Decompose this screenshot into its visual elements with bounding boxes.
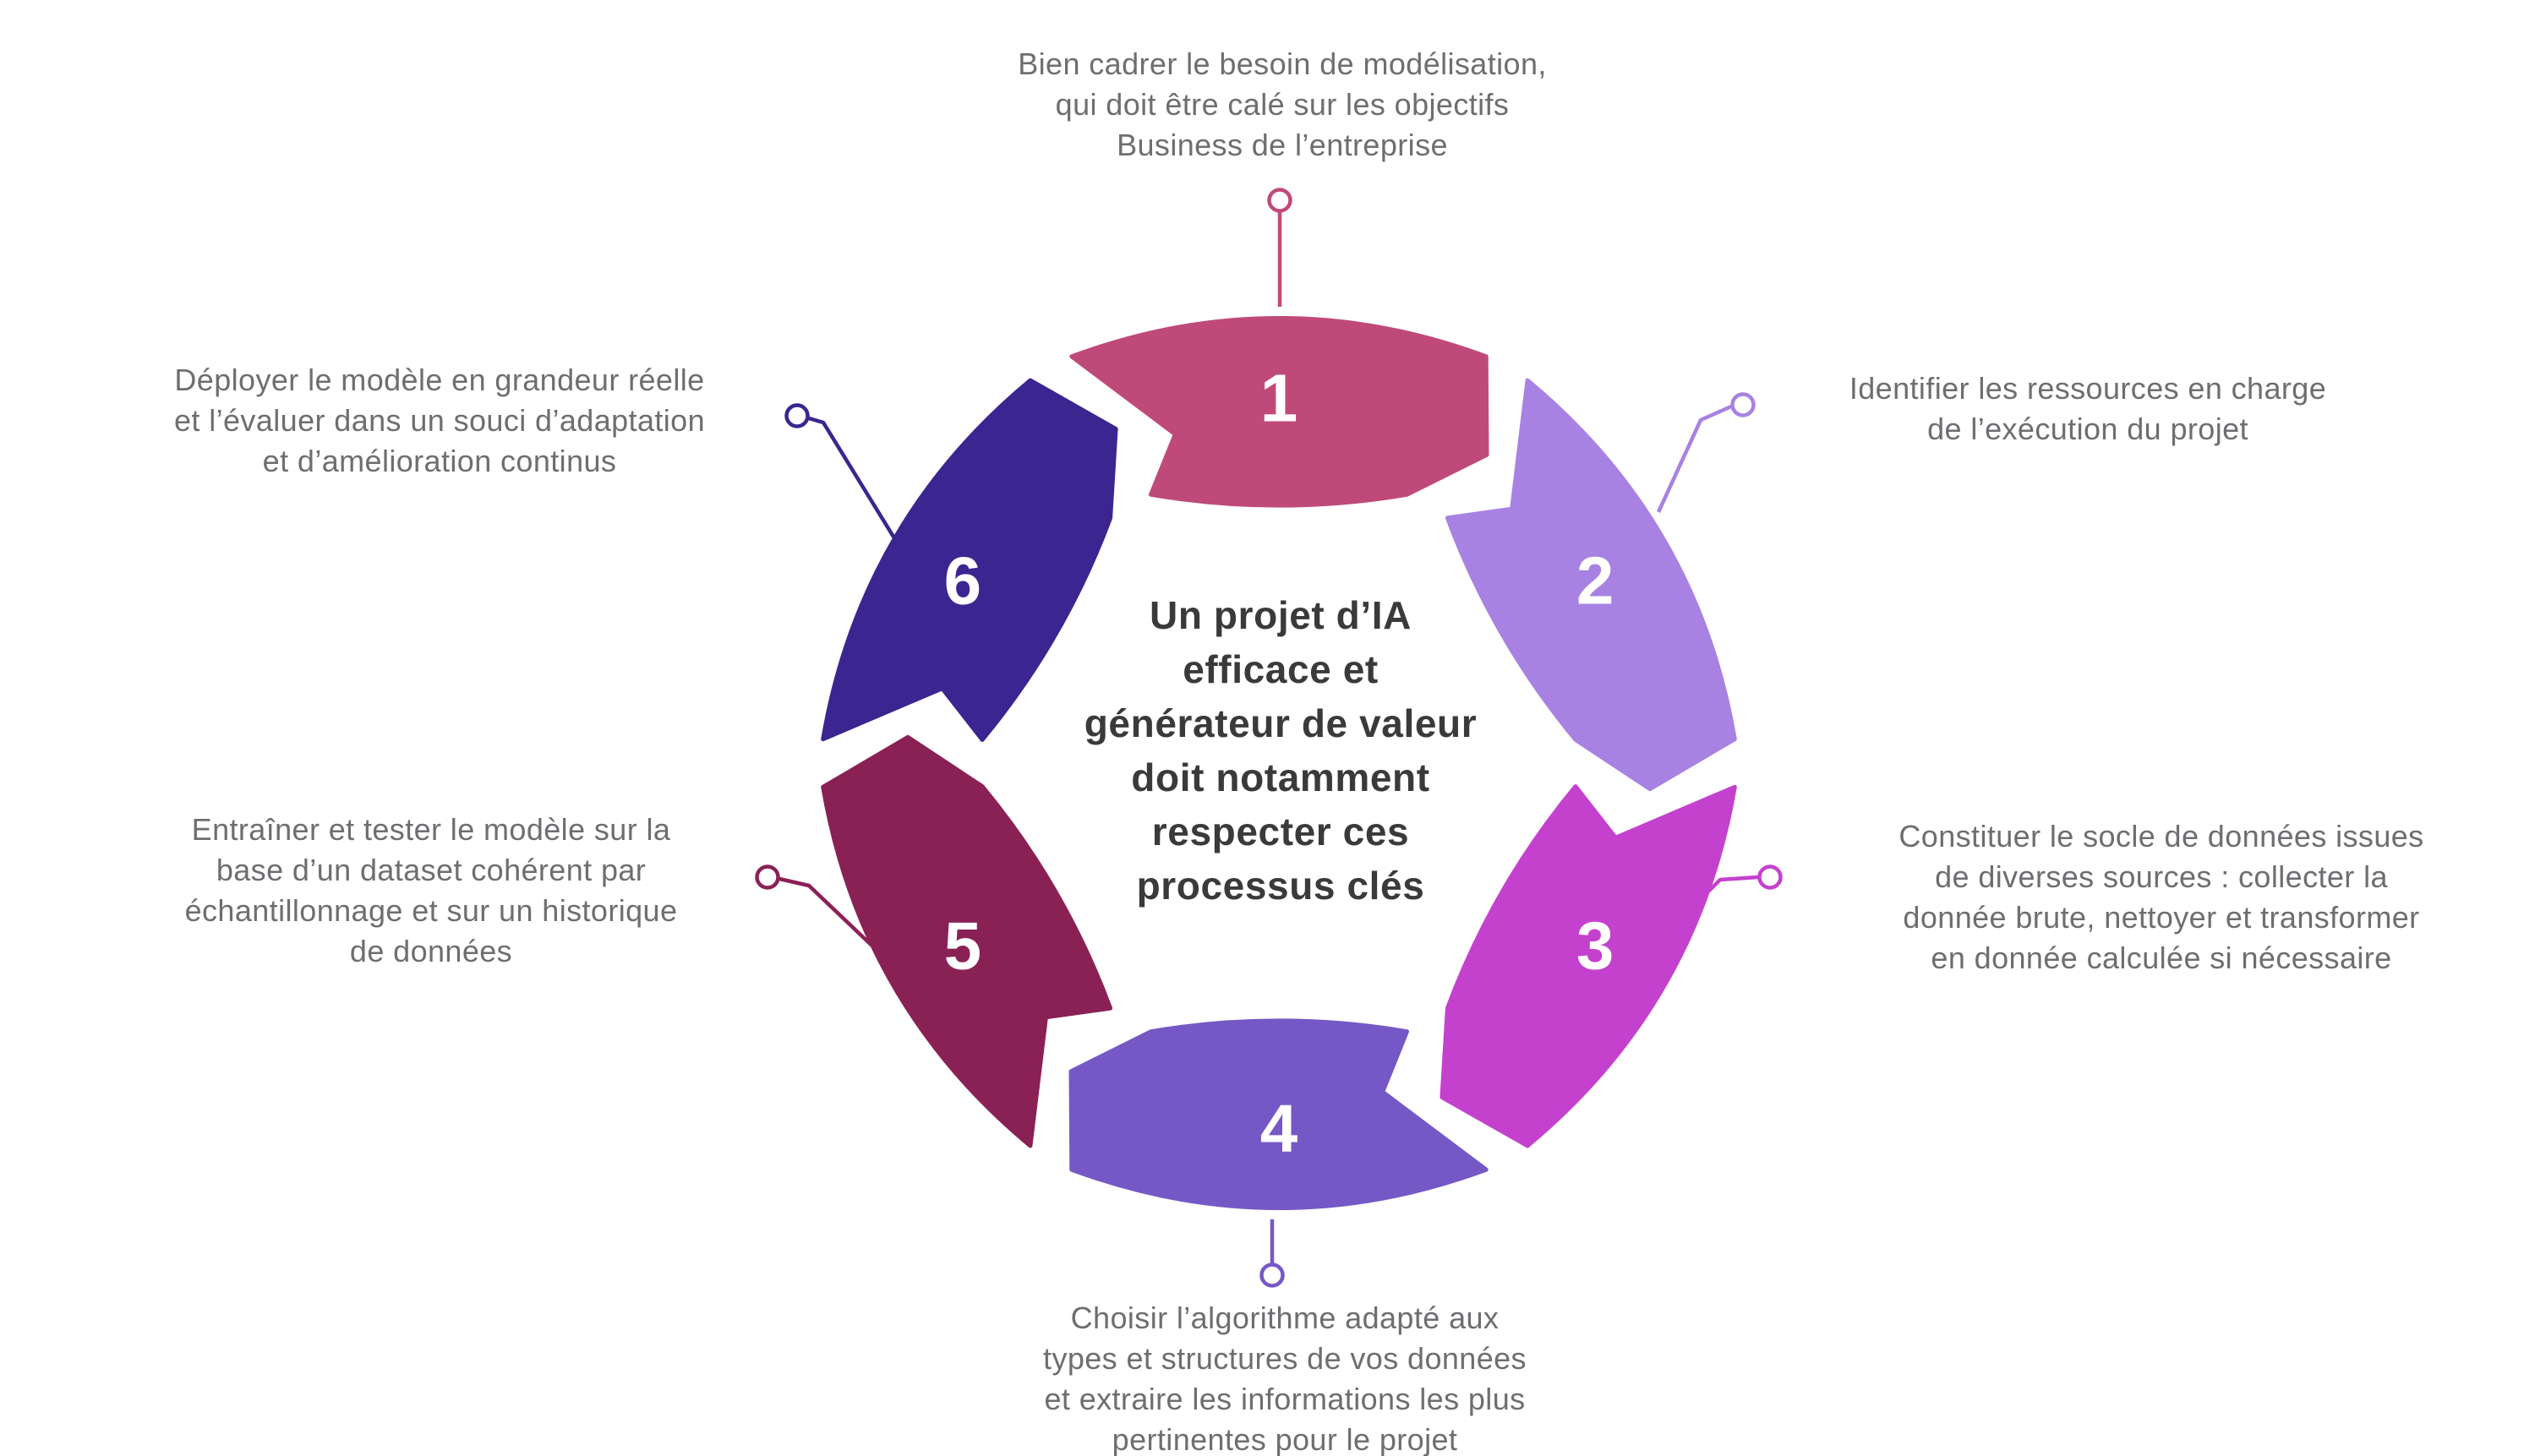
step-2-segment-shape	[1445, 378, 1737, 792]
step-2-connector-dot	[1730, 392, 1756, 417]
step-4-label-line: et extraire les informations les plus	[1044, 1382, 1526, 1416]
step-1-group: 1	[1069, 188, 1489, 508]
step-1-label: Bien cadrer le besoin de modélisation, qu…	[1018, 44, 1547, 166]
step-5-group: 5	[755, 734, 1113, 1148]
step-5-label-line: base d’un dataset cohérent par	[216, 853, 647, 887]
center-message-line: générateur de valeur	[1084, 701, 1478, 745]
center-message-line: respecter ces	[1151, 810, 1410, 853]
step-5-label-line: de données	[349, 934, 513, 968]
step-3-segment-shape	[1440, 784, 1737, 1148]
step-3-label: Constituer le socle de données issues de …	[1898, 816, 2423, 979]
step-4-number: 4	[1260, 1091, 1298, 1166]
step-3-connector-dot	[1757, 864, 1783, 890]
step-2-label-line: Identifier les ressources en charge	[1849, 371, 2327, 406]
step-1-connector-dot	[1267, 188, 1292, 213]
step-3-number: 3	[1576, 908, 1614, 984]
step-4-group: 4	[1068, 1018, 1489, 1288]
step-2-label-line: de l’exécution du projet	[1927, 412, 2248, 446]
center-message-line: efficace et	[1183, 647, 1379, 691]
center-message-line: processus clés	[1136, 864, 1425, 908]
step-6-label-line: et l’évaluer dans un souci d’adaptation	[173, 403, 706, 438]
step-3-label-line: de diverses sources : collecter la	[1935, 859, 2388, 894]
step-1-number: 1	[1260, 361, 1298, 436]
step-5-connector-line	[779, 876, 882, 955]
step-5-segment-shape	[821, 734, 1113, 1148]
step-6-segment-shape	[821, 378, 1118, 742]
step-6-connector-line	[808, 416, 898, 543]
step-3-label-line: donnée brute, nettoyer et transformer	[1903, 900, 2420, 935]
step-6-label-line: et d’amélioration continus	[262, 444, 617, 478]
step-5-label: Entraîner et tester le modèle sur la base…	[185, 810, 678, 972]
center-message-line: doit notamment	[1131, 755, 1430, 799]
step-5-connector-dot	[755, 864, 780, 890]
step-4-label: Choisir l’algorithme adapté aux types et …	[1043, 1298, 1527, 1456]
step-6-label-line: Déployer le modèle en grandeur réelle	[174, 363, 705, 397]
step-6-connector-dot	[784, 403, 810, 428]
center-message-line: Un projet d’IA	[1150, 593, 1412, 637]
step-1-label-line: Bien cadrer le besoin de modélisation,	[1018, 46, 1547, 81]
step-2-label: Identifier les ressources en charge de l’…	[1849, 368, 2326, 450]
step-6-number: 6	[944, 543, 982, 619]
step-4-label-line: pertinentes pour le projet	[1112, 1422, 1458, 1456]
step-4-label-line: Choisir l’algorithme adapté aux	[1070, 1301, 1500, 1335]
step-1-label-line: qui doit être calé sur les objectifs	[1055, 87, 1510, 122]
step-2-group: 2	[1445, 378, 1756, 792]
step-2-connector-line	[1656, 404, 1732, 513]
step-5-number: 5	[944, 908, 982, 984]
step-5-label-line: Entraîner et tester le modèle sur la	[191, 812, 671, 847]
step-3-label-line: Constituer le socle de données issues	[1898, 819, 2424, 853]
step-4-connector-dot	[1259, 1262, 1285, 1288]
step-4-segment-shape	[1068, 1018, 1489, 1210]
step-4-label-line: types et structures de vos données	[1043, 1341, 1527, 1376]
step-3-group: 3	[1440, 784, 1783, 1148]
step-6-label: Déployer le modèle en grandeur réelle et …	[174, 360, 705, 482]
step-1-label-line: Business de l’entreprise	[1117, 128, 1448, 162]
step-2-number: 2	[1576, 543, 1614, 619]
step-1-segment-shape	[1069, 316, 1489, 508]
step-5-label-line: échantillonnage et sur un historique	[184, 893, 678, 928]
step-3-label-line: en donnée calculée si nécessaire	[1931, 941, 2392, 975]
step-6-group: 6	[784, 378, 1118, 742]
center-message: Un projet d’IA efficace et générateur de v…	[1084, 588, 1478, 913]
